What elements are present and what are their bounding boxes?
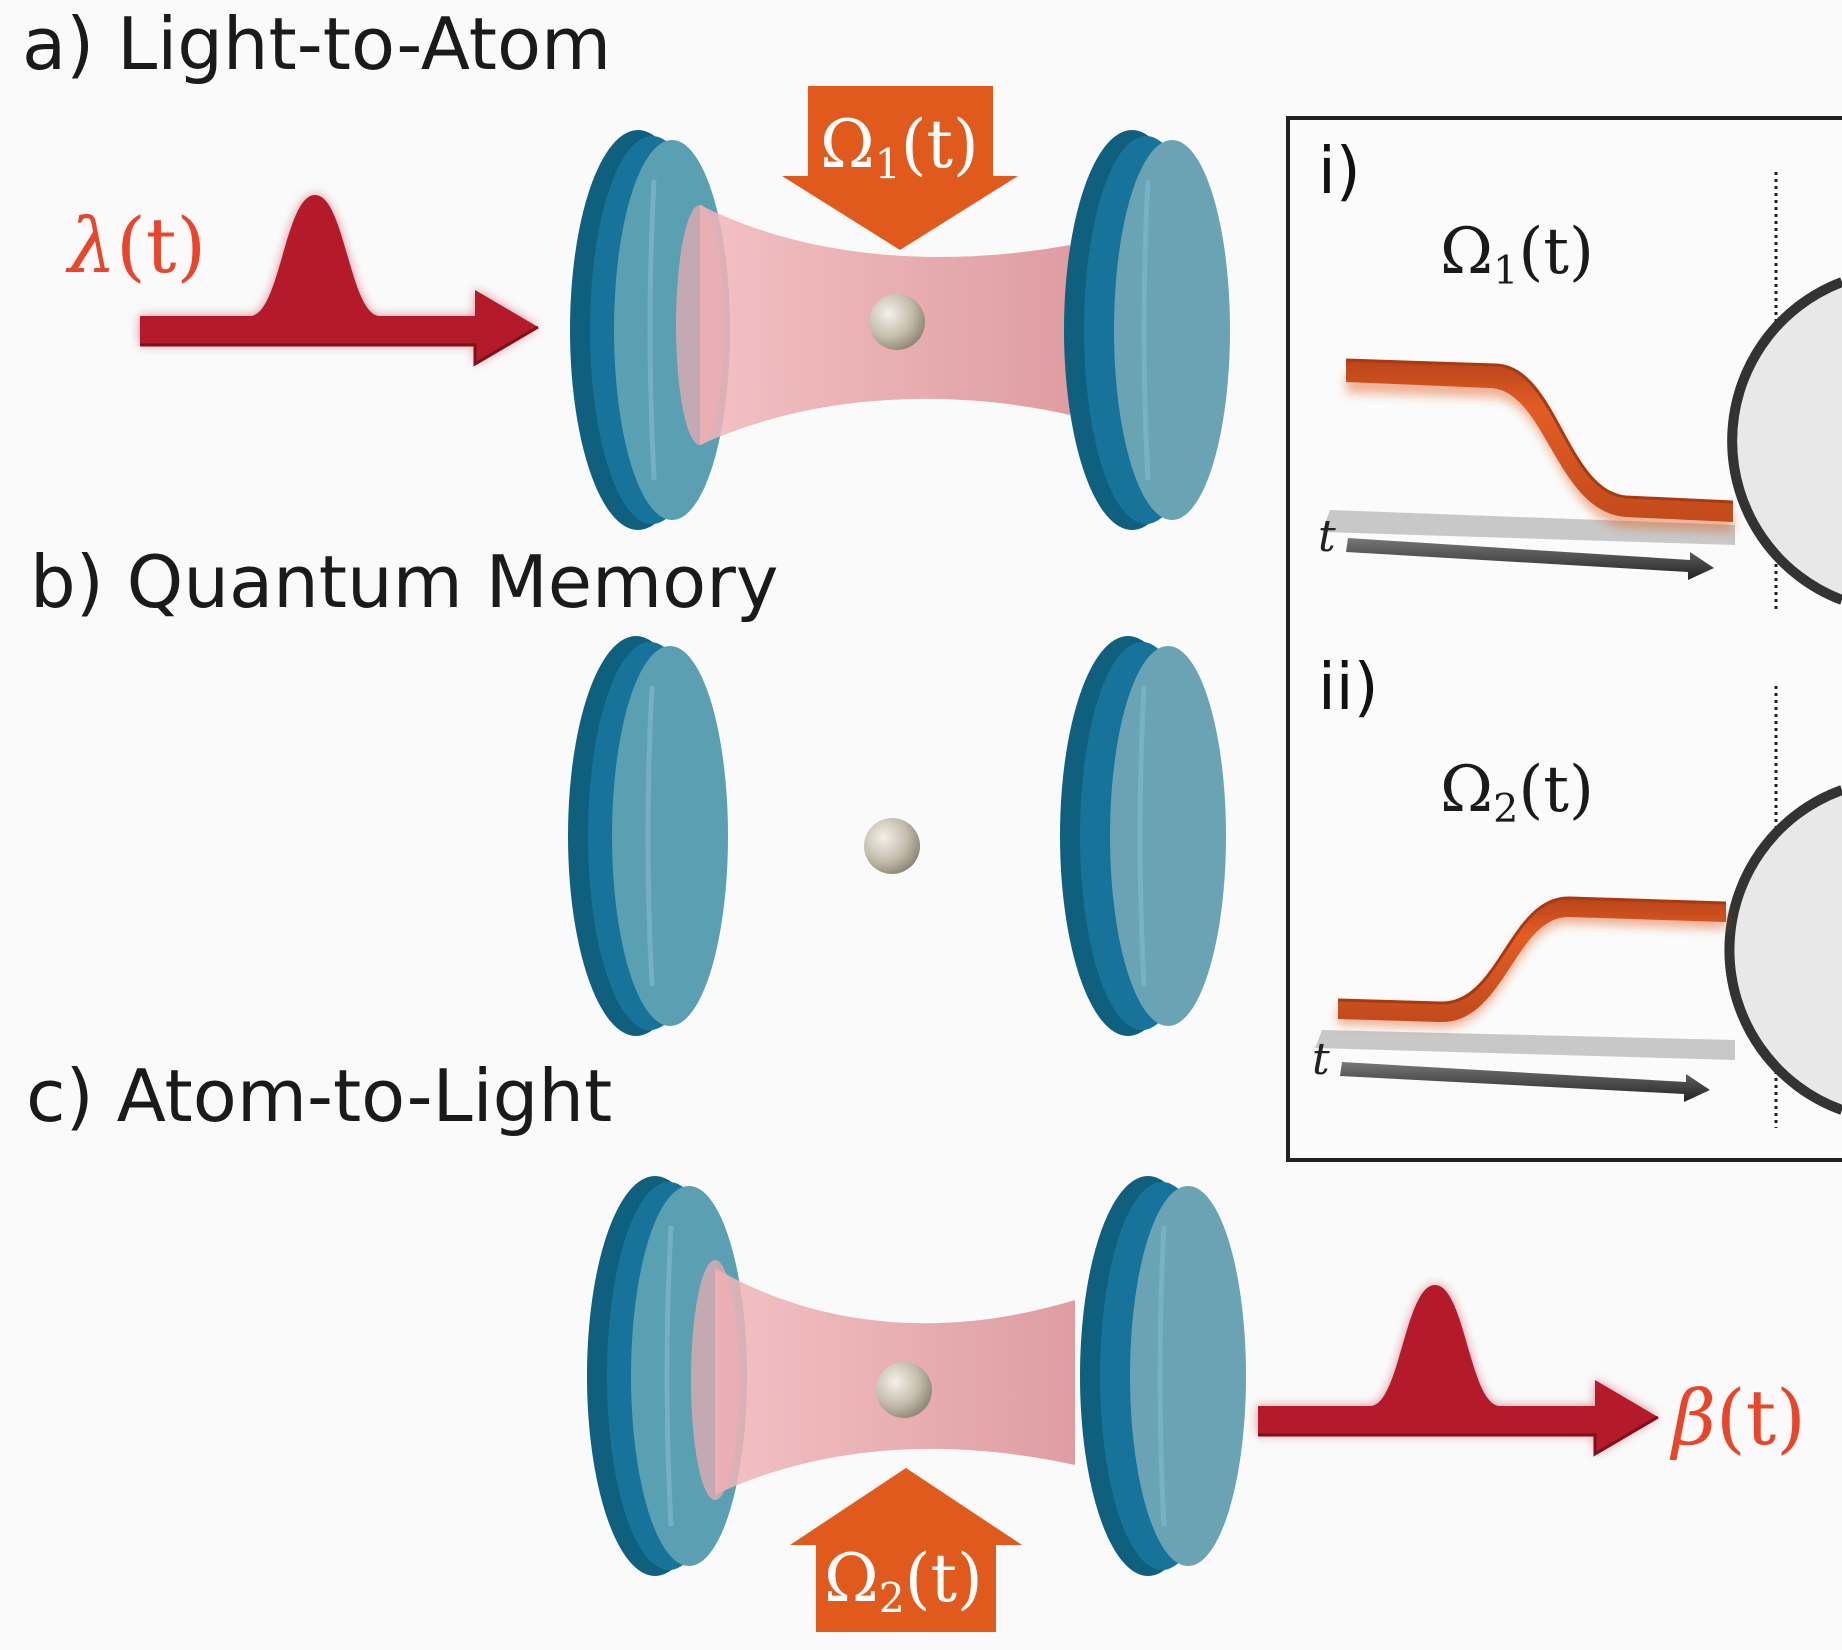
panel-c bbox=[587, 1176, 1659, 1632]
panel-a bbox=[140, 86, 1230, 530]
atom-a bbox=[869, 294, 925, 350]
control-arrow-omega1 bbox=[782, 86, 1018, 250]
inset-omega1-title: Ω1(t) bbox=[1440, 220, 1594, 292]
inset-omega2-title: Ω2(t) bbox=[1440, 758, 1594, 830]
inset-cropped-graphic-i bbox=[1727, 277, 1842, 605]
input-pulse-symbol: λ bbox=[68, 201, 117, 290]
inset-omega2-symbol: Ω bbox=[1440, 753, 1494, 827]
pulse-shape-omega2 bbox=[1315, 896, 1735, 1102]
inset-cropped-graphic-ii bbox=[1724, 785, 1842, 1115]
input-pulse-arrow bbox=[140, 195, 539, 367]
label-input-pulse: λ(t) bbox=[68, 208, 206, 284]
omega1-symbol: Ω bbox=[820, 106, 875, 183]
inset-ii-time-label: t bbox=[1312, 1038, 1330, 1082]
omega2-arg: (t) bbox=[904, 1540, 983, 1617]
label-output-pulse: β(t) bbox=[1672, 1380, 1806, 1456]
inset-omega2-subscript: 2 bbox=[1493, 786, 1519, 833]
inset-row-ii-label: ii) bbox=[1318, 651, 1379, 725]
output-pulse-arrow bbox=[1258, 1285, 1659, 1457]
output-pulse-arg: (t) bbox=[1715, 1373, 1806, 1462]
inset-omega2-arg: (t) bbox=[1518, 753, 1594, 827]
control-arrow-omega2 bbox=[790, 1468, 1022, 1632]
panel-c-title: c) Atom-to-Light bbox=[26, 1054, 613, 1138]
pulse-shape-omega1 bbox=[1322, 358, 1735, 580]
inset-omega1-subscript: 1 bbox=[1493, 248, 1519, 295]
inset-i-time-label: t bbox=[1318, 515, 1336, 559]
input-pulse-arg: (t) bbox=[116, 201, 207, 290]
omega1-arg: (t) bbox=[900, 106, 979, 183]
omega2-symbol: Ω bbox=[824, 1540, 879, 1617]
label-omega2-arrow: Ω2(t) bbox=[824, 1546, 983, 1619]
panel-b-title: b) Quantum Memory bbox=[30, 540, 779, 624]
omega2-subscript: 2 bbox=[878, 1574, 905, 1623]
inset-i-time-symbol: t bbox=[1318, 511, 1336, 562]
atom-c bbox=[876, 1362, 932, 1418]
inset-ii-time-symbol: t bbox=[1312, 1034, 1330, 1085]
inset-omega1-symbol: Ω bbox=[1440, 215, 1494, 289]
inset-omega1-arg: (t) bbox=[1518, 215, 1594, 289]
inset-row-i-label: i) bbox=[1318, 135, 1361, 209]
output-pulse-symbol: β bbox=[1672, 1373, 1716, 1462]
atom-b bbox=[864, 818, 920, 874]
panel-a-title: a) Light-to-Atom bbox=[22, 2, 612, 86]
label-omega1-arrow: Ω1(t) bbox=[820, 112, 979, 185]
omega1-subscript: 1 bbox=[874, 140, 901, 189]
panel-b bbox=[568, 636, 1226, 1036]
